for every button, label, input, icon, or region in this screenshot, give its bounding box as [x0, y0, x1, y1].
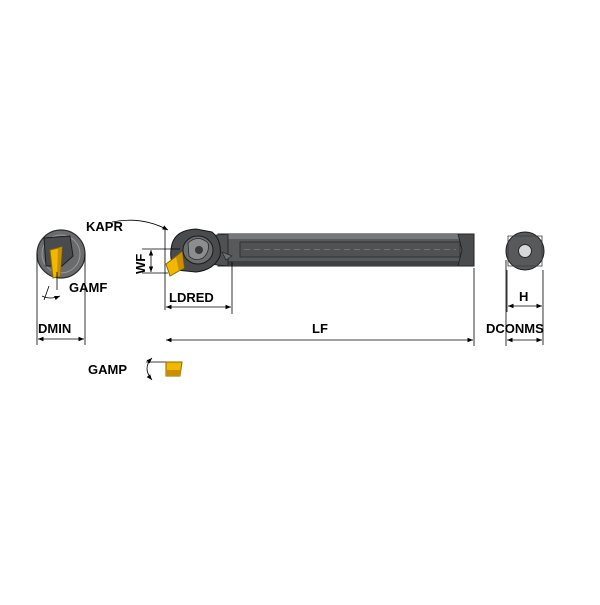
shank-section-view: H DCONMS — [486, 231, 545, 346]
ldred-label: LDRED — [169, 290, 214, 305]
shank-end — [457, 233, 475, 267]
shank-shadow-bottom — [218, 261, 474, 266]
gamf-arc — [41, 295, 61, 301]
boring-bar-side-view — [165, 228, 475, 277]
dmin-label: DMIN — [38, 321, 71, 336]
wf-annotation: WF — [133, 248, 180, 274]
coolant-hole — [518, 244, 532, 258]
side-view-insert-shade — [176, 252, 184, 271]
gamp-insert-shade — [166, 370, 181, 376]
dconms-label: DCONMS — [486, 321, 544, 336]
kapr-arc — [111, 219, 169, 231]
gamf-label: GAMF — [69, 280, 107, 295]
shank-section-flats — [507, 235, 543, 267]
end-view-inner-ring — [41, 234, 81, 274]
kapr-annotation: KAPR — [86, 219, 169, 310]
end-view-insert-shade — [57, 247, 62, 277]
gamp-annotation: GAMP — [88, 357, 183, 381]
h-label: H — [519, 289, 528, 304]
lf-label: LF — [312, 321, 328, 336]
shank-highlight-top — [218, 234, 474, 239]
tool-end-view: GAMF DMIN — [36, 229, 107, 345]
lf-annotation: LF — [166, 268, 475, 346]
coolant-detail — [221, 251, 233, 261]
gamf-angle-line — [43, 285, 50, 301]
gamp-label: GAMP — [88, 362, 127, 377]
clamp-screw-hole — [195, 246, 203, 254]
ldred-annotation: LDRED — [166, 262, 233, 314]
gamp-arc — [146, 357, 153, 381]
kapr-label: KAPR — [86, 219, 123, 234]
wf-label: WF — [133, 254, 148, 274]
